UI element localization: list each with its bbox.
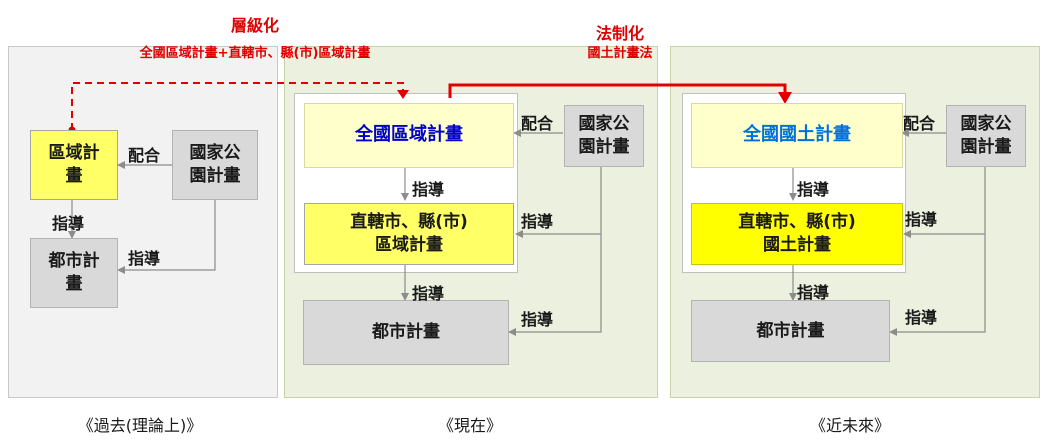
future-urban-plan-box: 都市計畫: [691, 300, 890, 362]
future-guide-label-3: 指導: [797, 283, 830, 302]
past-panel: [8, 46, 278, 398]
future-guide-label-2: 指導: [905, 210, 938, 229]
present-caption: 《現在》: [437, 416, 502, 435]
hierarchy-subtitle: 全國區域計畫+直轄市、縣(市)區域計畫: [139, 46, 371, 61]
present-guide-label-2: 指導: [521, 212, 554, 231]
present-guide-label-3: 指導: [412, 284, 445, 303]
past-guide-label-1: 指導: [52, 214, 85, 233]
hierarchy-title: 層級化: [230, 16, 279, 35]
present-guide-label-1: 指導: [412, 180, 445, 199]
legal-subtitle: 國土計畫法: [587, 46, 653, 61]
present-urban-plan-box: 都市計畫: [303, 300, 509, 365]
past-national-park-box: 國家公 園計畫: [172, 130, 258, 200]
future-caption: 《近未來》: [809, 416, 890, 435]
legal-title: 法制化: [595, 24, 644, 43]
present-national-park-box: 國家公 園計畫: [564, 105, 644, 167]
present-national-regional-box: 全國區域計畫: [304, 103, 514, 168]
future-national-park-box: 國家公 園計畫: [946, 105, 1026, 167]
present-coordinate-label: 配合: [521, 114, 554, 133]
past-guide-label-2: 指導: [128, 249, 161, 268]
future-municipal-land-box: 直轄市、縣(市) 國土計畫: [691, 203, 903, 265]
present-municipal-regional-box: 直轄市、縣(市) 區域計畫: [304, 203, 514, 265]
present-guide-label-4: 指導: [521, 310, 554, 329]
future-coordinate-label: 配合: [903, 114, 936, 133]
past-regional-plan-box: 區域計 畫: [30, 130, 118, 200]
future-national-land-box: 全國國土計畫: [691, 103, 903, 168]
future-guide-label-1: 指導: [797, 180, 830, 199]
past-coordinate-label: 配合: [128, 146, 161, 165]
past-urban-plan-box: 都市計 畫: [30, 238, 118, 308]
future-guide-label-4: 指導: [905, 308, 938, 327]
past-caption: 《過去(理論上)》: [77, 416, 203, 435]
